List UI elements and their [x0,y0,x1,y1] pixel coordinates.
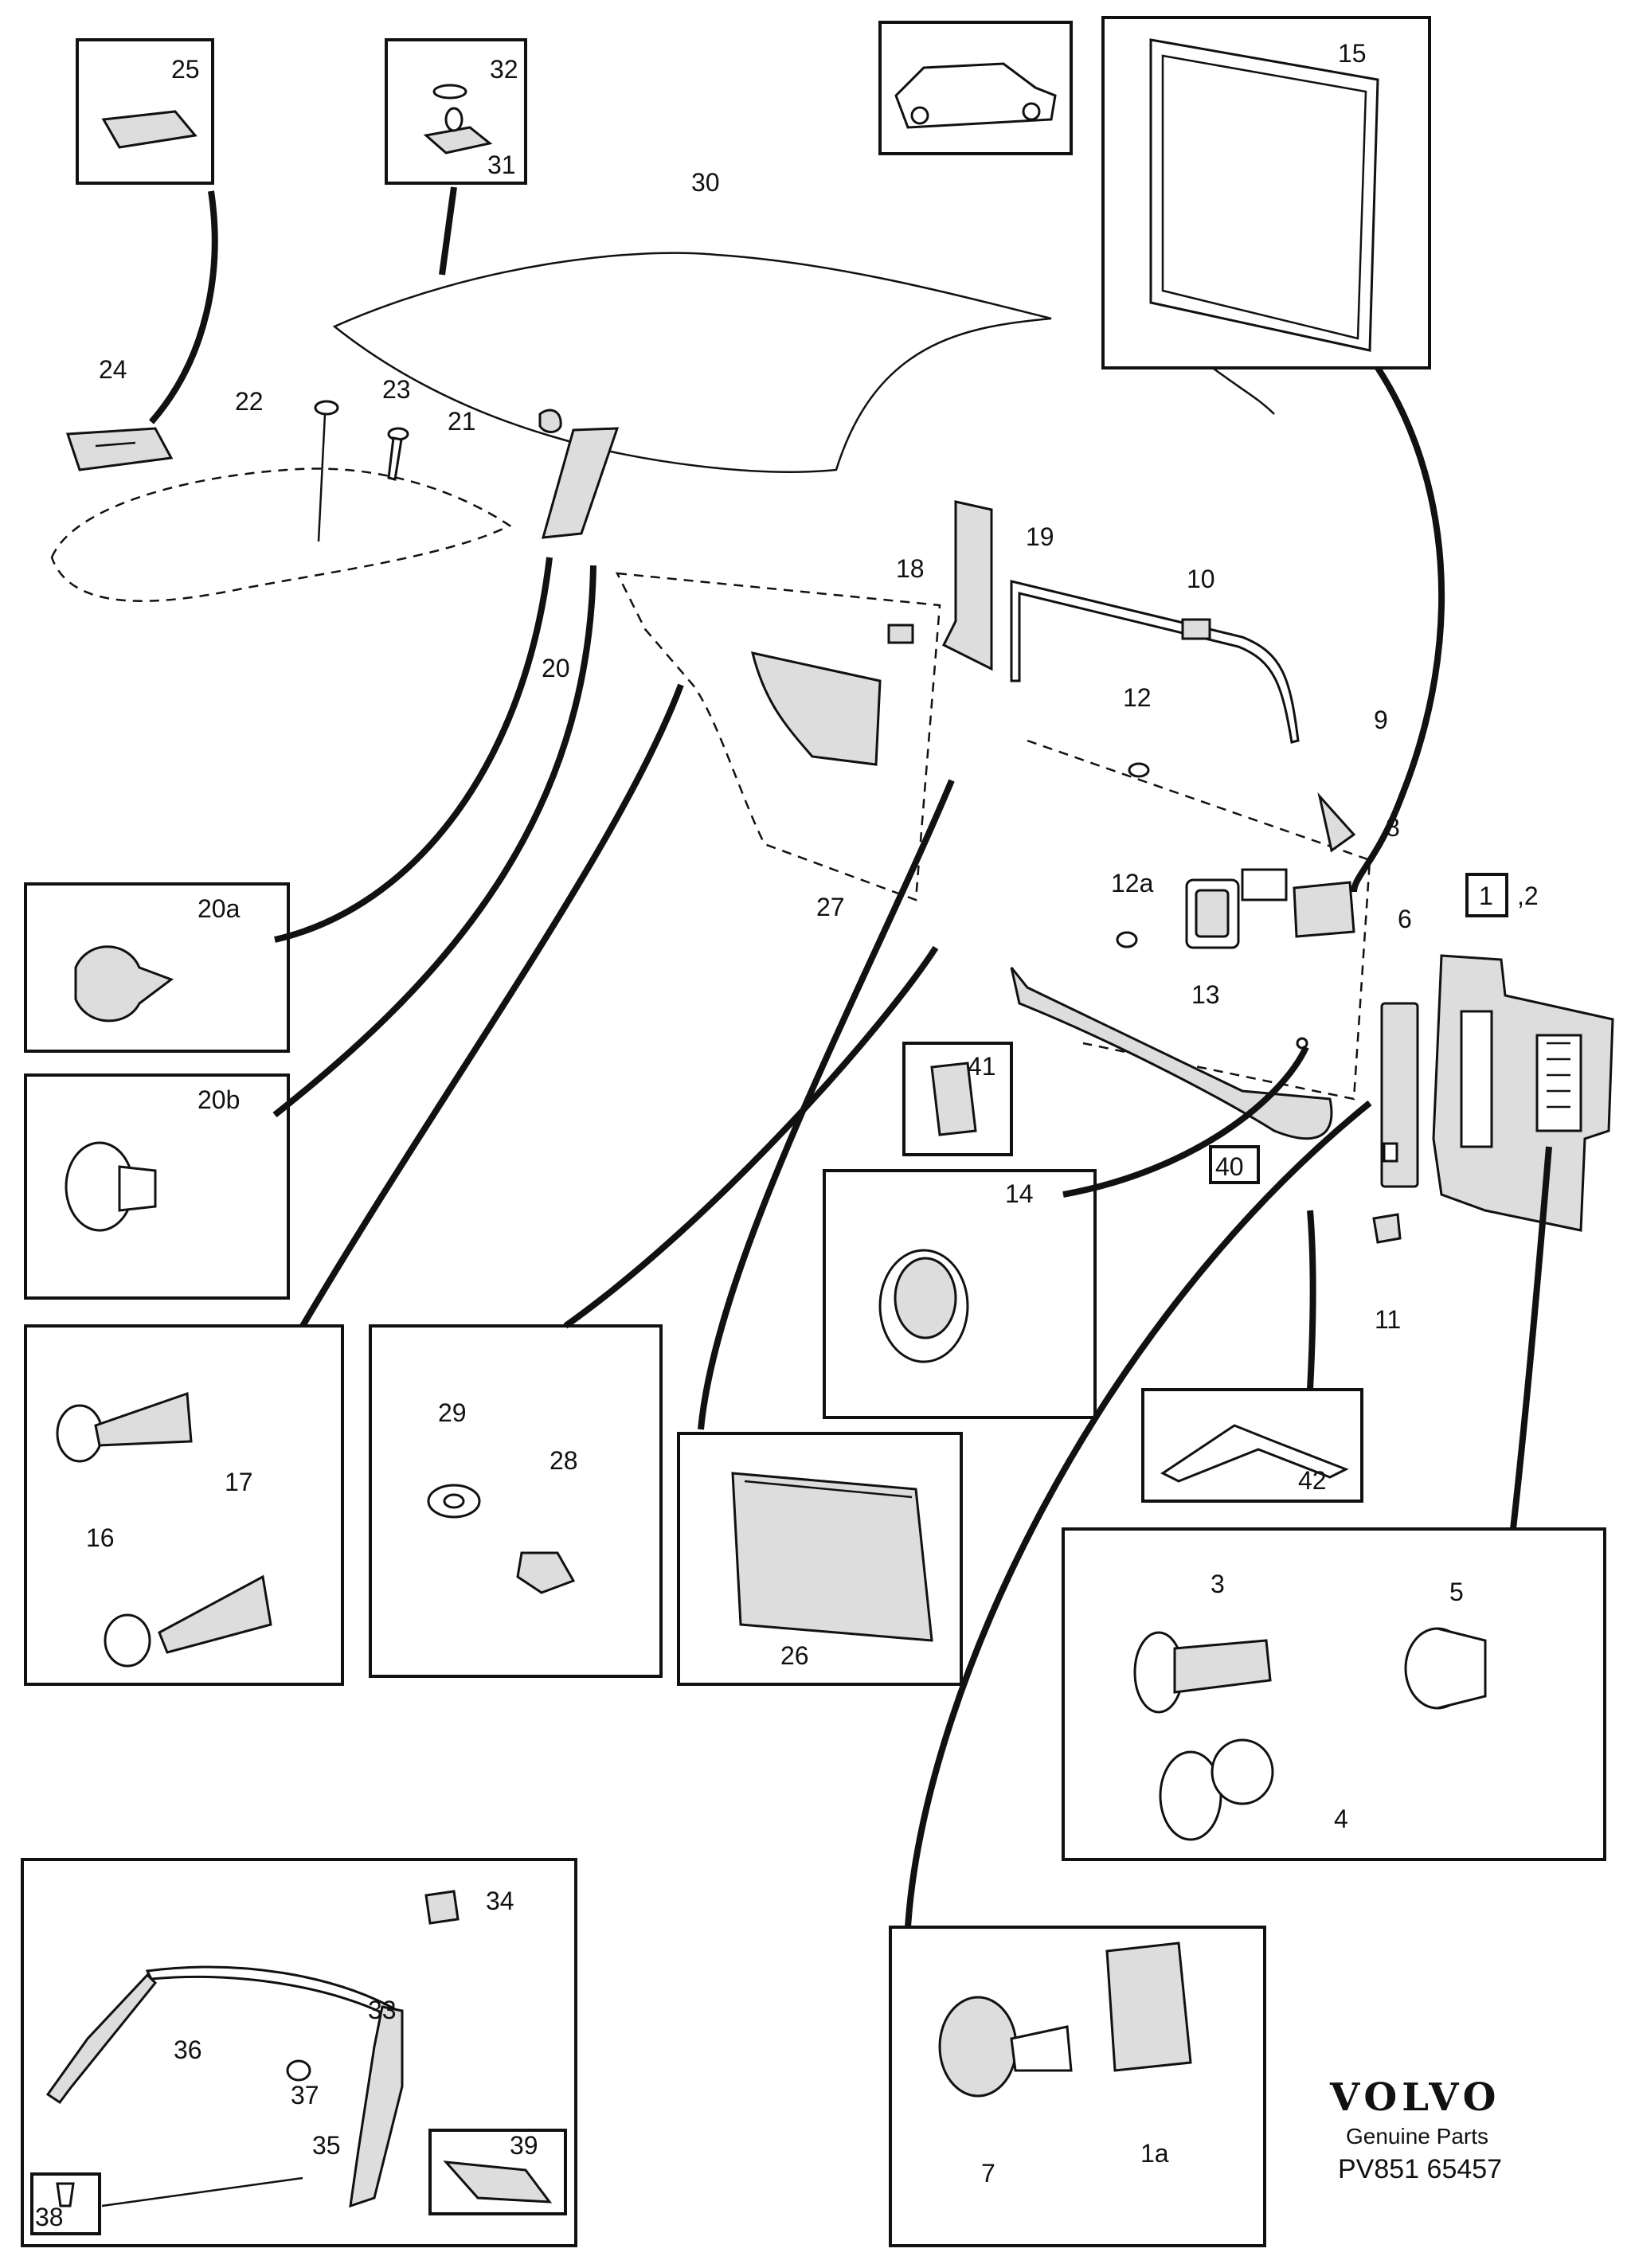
trim-strip-6 [1380,1002,1419,1188]
label-3: 3 [1211,1570,1225,1598]
label-4: 4 [1334,1805,1348,1833]
clip-18 [887,624,914,644]
label-10: 10 [1187,565,1215,593]
label-35: 35 [312,2131,341,2160]
headliner [332,252,1275,473]
label-23: 23 [382,375,411,404]
label-1a: 1a [1140,2139,1169,2168]
label-18: 18 [896,554,925,583]
clip-21 [538,409,562,433]
label-31: 31 [487,151,516,179]
rear-shelf-outline [50,467,512,602]
hat-shelf-part-24 [65,427,174,471]
brand-logo: VOLVO [1329,2075,1500,2120]
label-plate [1241,868,1288,901]
fastener-23 [387,427,409,481]
label-7: 7 [981,2159,995,2188]
window-seal-9 [1010,580,1300,744]
label-17: 17 [225,1468,253,1496]
label-41: 41 [968,1052,996,1081]
brand-block: VOLVO Genuine Parts PV851 65457 [1329,2075,1502,2184]
speaker-grille-small [1293,881,1355,938]
label-1: 1 [1479,882,1493,910]
box-31-32 [385,38,527,185]
label-16: 16 [86,1523,115,1552]
label-26: 26 [780,1641,809,1670]
label-21: 21 [448,407,476,436]
part-number: PV851 65457 [1338,2154,1502,2184]
box-20b [24,1073,290,1300]
box-41 [902,1042,1013,1156]
label-24: 24 [99,355,127,384]
fastener-12a [1116,931,1138,948]
rear-door-panel-outline [615,572,1371,1101]
box-25 [76,38,214,185]
box-20a [24,882,290,1053]
labels: 25 32 31 30 15 24 22 23 21 20 19 18 10 9… [35,39,1539,2231]
label-19: 19 [1026,522,1054,551]
brand-subtitle: Genuine Parts [1346,2124,1488,2149]
clip-10 [1181,618,1211,640]
label-29: 29 [438,1398,467,1427]
label-40: 40 [1215,1152,1244,1181]
box-42 [1141,1388,1363,1503]
label-14: 14 [1005,1179,1034,1208]
box-33-39 [21,1858,577,2247]
clip-11 [1372,1213,1402,1244]
hole [1296,1037,1308,1050]
trim-strip-19 [941,500,993,671]
label-9: 9 [1374,706,1388,734]
label-box-40 [1209,1145,1260,1184]
label-20b: 20b [198,1085,240,1114]
label-12: 12 [1123,683,1152,712]
label-20: 20 [542,654,570,682]
box-14 [823,1169,1097,1419]
label-22: 22 [235,387,264,416]
door-pocket-27 [750,651,882,766]
label-8: 8 [1386,813,1400,842]
box-16-17 [24,1324,344,1686]
box-car [878,21,1073,155]
label-13: 13 [1191,980,1220,1009]
box-28-29 [369,1324,663,1678]
label-28: 28 [550,1446,578,1475]
box-15-speaker-grille [1101,16,1431,370]
label-37: 37 [291,2081,319,2110]
label-1-2: ,2 [1517,882,1539,910]
label-box-1 [1465,873,1508,917]
handle-recess-13 [1185,878,1240,949]
label-12a: 12a [1111,869,1154,897]
fastener-22 [314,400,339,542]
label-32: 32 [490,55,518,84]
armrest-trim [1010,967,1333,1140]
box-26 [677,1432,963,1686]
box-7-1a [889,1926,1266,2247]
label-25: 25 [171,55,200,84]
label-42: 42 [1298,1466,1327,1495]
fastener-12 [1128,762,1150,778]
label-6: 6 [1398,905,1412,933]
label-39: 39 [510,2131,538,2160]
box-3-4-5 [1062,1527,1606,1861]
label-38: 38 [35,2203,64,2231]
connector-lines [101,186,1552,2207]
label-36: 36 [174,2035,202,2064]
label-27: 27 [816,893,845,921]
label-33: 33 [368,1996,397,2024]
trim-8 [1317,792,1356,853]
label-20a: 20a [198,894,241,923]
label-34: 34 [486,1887,514,1915]
label-11: 11 [1375,1305,1401,1334]
label-30: 30 [691,168,720,197]
c-pillar-trim-20 [541,427,620,539]
label-15: 15 [1338,39,1367,68]
side-panel-1 [1432,954,1614,1232]
label-5: 5 [1449,1578,1464,1606]
